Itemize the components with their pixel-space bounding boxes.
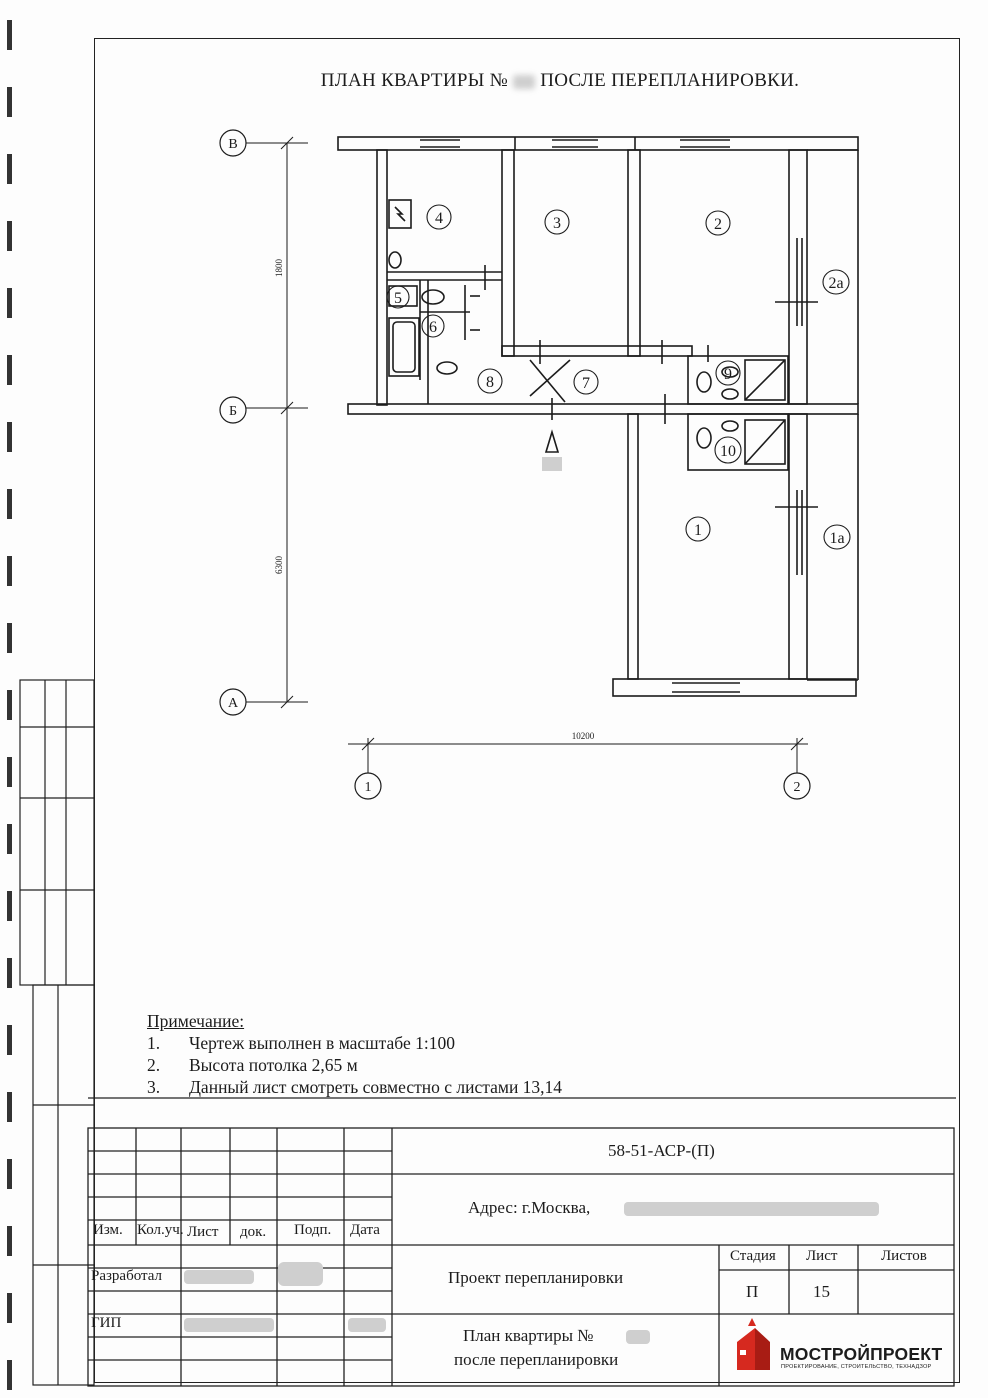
binding-hole [7,87,12,117]
note-item: 3.Данный лист смотреть совместно с листа… [147,1077,563,1097]
dimension-horizontal: 10200 [572,731,595,741]
col-podp: Подп. [294,1222,332,1238]
note-item: 2.Высота потолка 2,65 м [147,1055,358,1075]
binding-hole [7,824,12,854]
dimension-top: 1800 [274,259,284,278]
sheet-name-line1: План квартиры № [463,1326,594,1345]
room-label-7: 7 [582,375,590,392]
binding-hole [7,422,12,452]
sheet-value: 15 [813,1282,830,1301]
room-label-3: 3 [553,215,561,232]
binding-hole [7,221,12,251]
room-label-2: 2 [714,216,722,233]
project-name: Проект перепланировки [448,1268,624,1287]
binding-hole [7,958,12,988]
logo-text: МОСТРОЙПРОЕКТ [780,1344,943,1364]
binding-hole [7,1025,12,1055]
notes-heading: Примечание: [147,1011,245,1031]
binding-hole [7,891,12,921]
redacted-entrance [542,457,562,471]
axis-label-v1: В [228,137,237,152]
axis-label-h2: 2 [794,780,801,795]
room-label-2a: 2а [828,275,843,292]
binding-hole [7,288,12,318]
dimension-bottom: 6300 [274,556,284,575]
floor-plan: В Б А 1 2 1800 6300 10200 1 1а 2 2а 3 4 … [219,129,859,800]
logo-icon [737,1318,770,1370]
axis-label-v2: Б [229,404,237,419]
binding-hole [7,489,12,519]
wall-bottom [612,678,857,697]
room-label-5: 5 [394,290,402,307]
notes-block: Примечание: 1.Чертеж выполнен в масштабе… [147,1010,562,1098]
room-label-8: 8 [486,374,494,391]
binding-hole [7,556,12,586]
room-label-1a: 1а [829,530,844,547]
binding-edge [7,20,12,1390]
sheet-name-line2: после перепланировки [454,1350,619,1369]
col-izm: Изм. [93,1222,123,1238]
sheets-header: Листов [881,1248,927,1264]
binding-hole [7,757,12,787]
stage-value: П [746,1282,759,1301]
side-stamp-grid [19,679,95,1386]
col-kol-uch: Кол.уч. [137,1222,184,1238]
note-item: 1.Чертеж выполнен в масштабе 1:100 [147,1033,455,1053]
address-label: Адрес: г.Москва, [468,1198,591,1217]
room-label-10: 10 [720,443,736,460]
binding-hole [7,1293,12,1323]
role-gip: ГИП [91,1315,122,1331]
col-list: Лист [187,1224,219,1240]
redacted-areas [184,1202,879,1344]
axis-label-v3: А [228,696,239,711]
sheet-title-text: ПЛАН КВАРТИРЫ № [320,70,514,91]
sheet-title: ПЛАН КВАРТИРЫ № ПОСЛЕ ПЕРЕПЛАНИРОВКИ. [260,70,860,92]
binding-hole [7,20,12,50]
binding-hole [7,1092,12,1122]
stage-header: Стадия [730,1248,776,1264]
binding-hole [7,623,12,653]
room-label-9: 9 [724,366,732,383]
room-label-4: 4 [435,210,443,227]
wall-left [376,149,388,406]
room-label-6: 6 [429,319,437,336]
wall-middle [347,403,859,415]
sheet-header: Лист [806,1248,838,1264]
col-data: Дата [350,1222,380,1238]
binding-hole [7,1159,12,1189]
binding-hole [7,690,12,720]
axis-label-h1: 1 [365,780,372,795]
wall-top [337,136,859,151]
role-developer: Разработал [91,1268,163,1284]
binding-hole [7,1226,12,1256]
logo-tagline: ПРОЕКТИРОВАНИЕ, СТРОИТЕЛЬСТВО, ТЕХНАДЗОР [781,1364,932,1370]
binding-hole [7,1360,12,1390]
col-dok: док. [240,1224,267,1240]
document-code: 58-51-АСР-(П) [608,1141,715,1160]
binding-hole [7,154,12,184]
binding-hole [7,355,12,385]
sheet-title-suffix: ПОСЛЕ ПЕРЕПЛАНИРОВКИ. [535,70,800,91]
redacted-number [513,74,536,89]
room-label-1: 1 [694,522,702,539]
